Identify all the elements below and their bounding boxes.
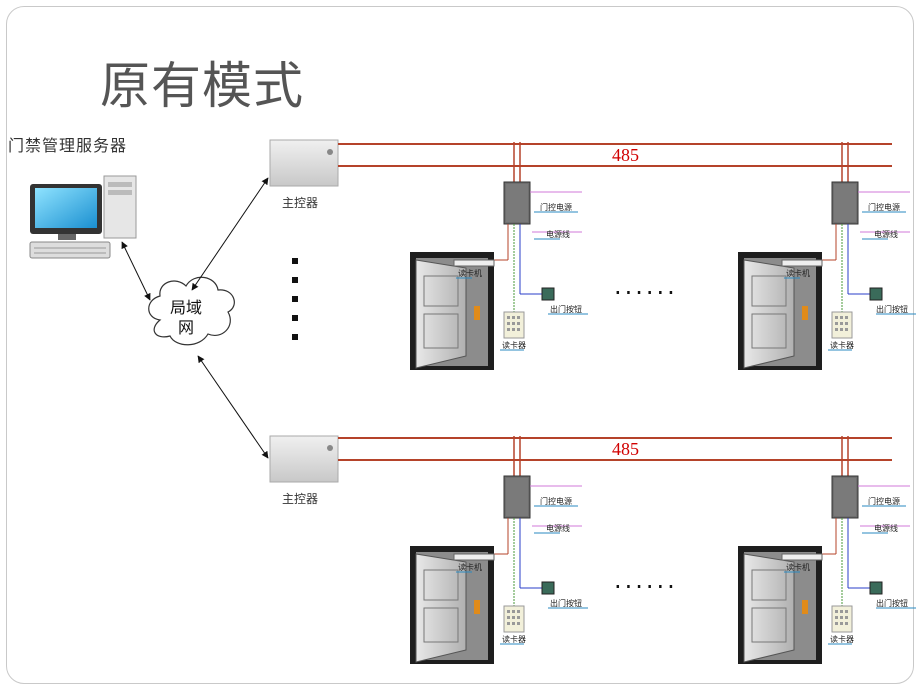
reader-label: 读卡器 [502,341,526,350]
computer-icon [29,175,137,259]
link-server-lan [121,241,151,301]
lock-line-label: 电源线 [874,230,898,239]
bus-1-label: 485 [612,145,639,165]
reader-label: 读卡器 [502,635,526,644]
power-label: 门控电源 [868,203,900,212]
ellipsis-row-2: ...... [614,566,678,594]
lock-line-label: 电源线 [546,524,570,533]
main-controller-2 [269,435,339,483]
lock-line-label: 电源线 [874,524,898,533]
door-lock-label: 读卡机 [458,563,482,572]
power-label: 门控电源 [540,497,572,506]
exit-button-label: 出门按钮 [876,305,908,314]
slide-title: 原有模式 [100,57,304,115]
exit-button-label: 出门按钮 [876,599,908,608]
server-label: 门禁管理服务器 [8,136,128,155]
exit-button-label: 出门按钮 [550,305,582,314]
door-lock-label: 读卡机 [458,269,482,278]
reader-label: 读卡器 [830,341,854,350]
link-lan-controller-1 [191,177,269,291]
door-lock-label: 读卡机 [786,269,810,278]
lock-line-label: 电源线 [546,230,570,239]
door-unit-2-1 [410,436,588,664]
reader-label: 读卡器 [830,635,854,644]
lan-label-line-2: 网 [177,318,194,337]
door-unit-2-2 [738,436,916,664]
door-unit-1-1 [410,142,588,370]
door-lock-label: 读卡机 [786,563,810,572]
lan-cloud-icon [148,276,235,346]
exit-button-label: 出门按钮 [550,599,582,608]
link-lan-controller-2 [197,355,269,459]
power-label: 门控电源 [540,203,572,212]
main-controller-1 [269,139,339,187]
controller-1-label: 主控器 [282,196,319,210]
ellipsis-row-1: ...... [614,272,678,300]
lan-label-line-1: 局域 [169,298,202,317]
controller-2-label: 主控器 [282,492,319,506]
vertical-ellipsis [292,258,302,353]
power-label: 门控电源 [868,497,900,506]
lan-label: 局域 网 [164,298,208,338]
door-unit-1-2 [738,142,916,370]
bus-2-label: 485 [612,439,639,459]
